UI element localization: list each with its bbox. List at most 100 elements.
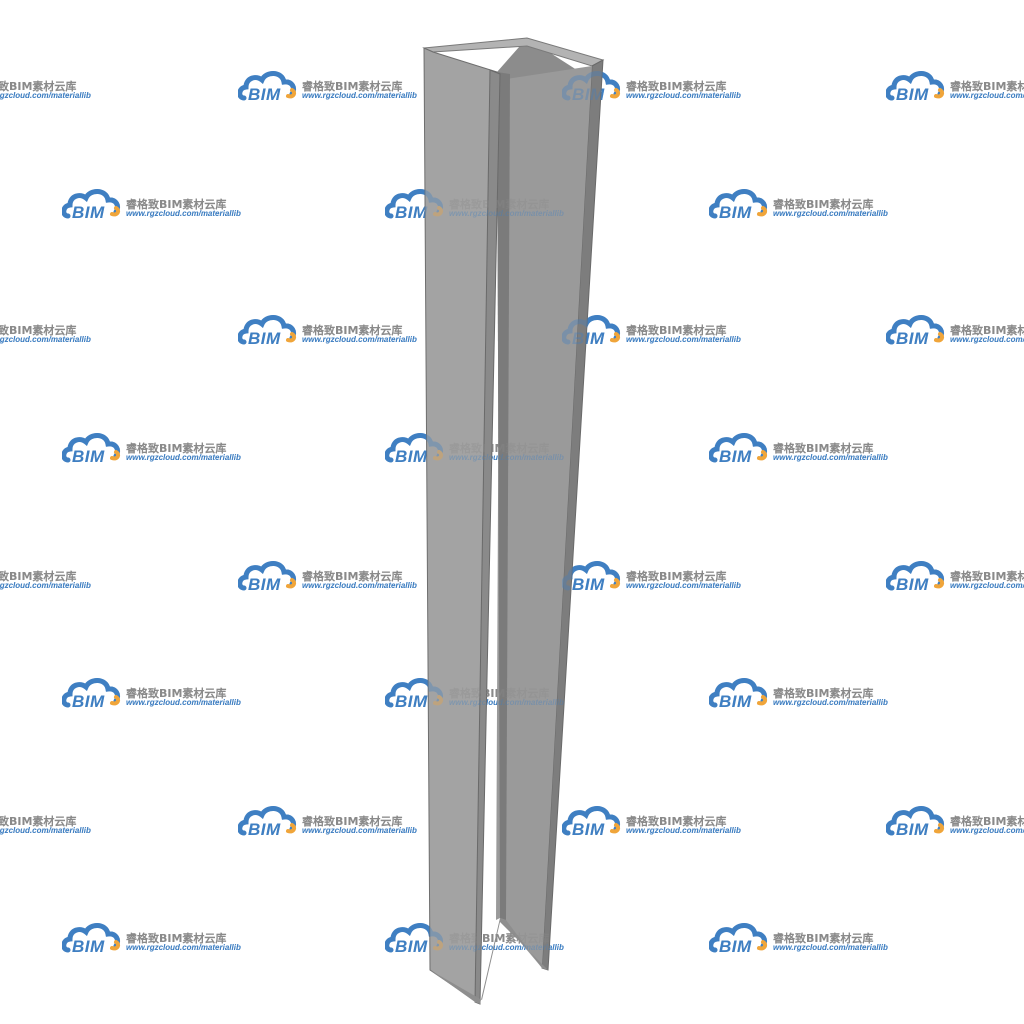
watermark-logo-text: BIM — [248, 820, 281, 839]
cloud-icon — [62, 923, 121, 953]
watermark-brand-name: 睿格致BIM素材云库 — [950, 324, 1024, 337]
cloud-icon — [238, 315, 297, 345]
watermark-brand-url: www.rgzcloud.com/materiallib — [0, 581, 91, 590]
watermark-brand-name: 睿格致BIM素材云库 — [302, 815, 403, 828]
watermark-brand-name: 睿格致BIM素材云库 — [302, 80, 403, 93]
watermark-brand-url: www.rgzcloud.com/materiallib — [126, 209, 241, 218]
watermark-brand-name: 睿格致BIM素材云库 — [950, 815, 1024, 828]
watermark-brand-name: 睿格致BIM素材云库 — [773, 198, 874, 211]
watermark-tile: BIM 睿格致BIM素材云库www.rgzcloud.com/materialli… — [886, 68, 1024, 108]
watermark-tile: BIM睿格致BIM素材云库www.rgzcloud.com/materialli… — [0, 803, 112, 843]
watermark-brand-url: www.rgzcloud.com/materiallib — [126, 698, 241, 707]
watermark-brand-url: www.rgzcloud.com/materiallib — [950, 581, 1024, 590]
watermark-brand-url: www.rgzcloud.com/materiallib — [626, 91, 741, 100]
watermark-brand-name: 睿格致BIM素材云库 — [126, 442, 227, 455]
watermark-logo-text: BIM — [572, 575, 605, 594]
cloud-icon — [562, 806, 621, 836]
watermark-brand-name: 睿格致BIM素材云库 — [773, 932, 874, 945]
cloud-icon — [62, 678, 121, 708]
watermark-tile: BIM睿格致BIM素材云库www.rgzcloud.com/materialli… — [0, 558, 112, 598]
watermark-logo-text: BIM — [395, 692, 428, 711]
watermark-brand-url: www.rgzcloud.com/materiallib — [302, 335, 417, 344]
watermark-logo-text: BIM — [248, 575, 281, 594]
watermark-logo-text: BIM — [719, 937, 752, 956]
watermark-brand-url: www.rgzcloud.com/materiallib — [626, 581, 741, 590]
cloud-icon — [238, 561, 297, 591]
watermark-brand-name: 睿格致BIM素材云库 — [626, 324, 727, 337]
watermark-logo-text: BIM — [896, 85, 929, 104]
watermark-logo-text: BIM — [395, 937, 428, 956]
watermark-brand-url: www.rgzcloud.com/materiallib — [302, 91, 417, 100]
watermark-tile: BIM睿格致BIM素材云库www.rgzcloud.com/materialli… — [886, 558, 1024, 598]
watermark-logo-text: BIM — [72, 937, 105, 956]
watermark-brand-name: 睿格致BIM素材云库 — [126, 198, 227, 211]
watermark-brand-url: www.rgzcloud.com/materiallib — [302, 581, 417, 590]
watermark-brand-url: www.rgzcloud.com/materiallib — [773, 943, 888, 952]
watermark-brand-url: www.rgzcloud.com/materiallib — [0, 335, 91, 344]
watermark-tile: BIM睿格致BIM素材云库www.rgzcloud.com/materialli… — [0, 68, 112, 108]
watermark-brand-name: 睿格致BIM素材云库 — [773, 687, 874, 700]
watermark-brand-url: www.rgzcloud.com/materiallib — [302, 826, 417, 835]
watermark-brand-name: 睿格致BIM素材云库 — [950, 80, 1024, 93]
watermark-brand-name: 睿格致BIM素材云库 — [0, 815, 77, 828]
watermark-logo-text: BIM — [572, 820, 605, 839]
watermark-brand-name: 睿格致BIM素材云库 — [0, 570, 77, 583]
cloud-icon — [709, 678, 768, 708]
watermark-logo-text: BIM — [395, 447, 428, 466]
watermark-brand-name: 睿格致BIM素材云库 — [126, 932, 227, 945]
channel-inner-shadow — [497, 72, 510, 920]
cloud-icon — [238, 806, 297, 836]
watermark-brand-url: www.rgzcloud.com/materiallib — [0, 91, 91, 100]
cloud-icon — [886, 561, 945, 591]
watermark-logo-text: BIM — [248, 85, 281, 104]
watermark-logo-text: BIM — [719, 692, 752, 711]
watermark-logo-text: BIM — [395, 203, 428, 222]
watermark-brand-url: www.rgzcloud.com/materiallib — [950, 91, 1024, 100]
watermark-logo-text: BIM — [248, 329, 281, 348]
watermark-brand-name: 睿格致BIM素材云库 — [126, 687, 227, 700]
watermark-brand-url: www.rgzcloud.com/materiallib — [950, 335, 1024, 344]
cloud-icon — [709, 433, 768, 463]
watermark-tile: BIM 睿格致BIM素材云库www.rgzcloud.com/materialli… — [886, 803, 1024, 843]
watermark-logo-text: BIM — [72, 692, 105, 711]
watermark-logo-text: BIM — [896, 820, 929, 839]
cloud-icon — [886, 315, 945, 345]
watermark-logo-text: BIM — [896, 575, 929, 594]
cloud-icon — [886, 71, 945, 101]
watermark-brand-url: www.rgzcloud.com/materiallib — [626, 826, 741, 835]
watermark-brand-url: www.rgzcloud.com/materiallib — [950, 826, 1024, 835]
watermark-brand-url: www.rgzcloud.com/materiallib — [773, 698, 888, 707]
watermark-brand-url: www.rgzcloud.com/materiallib — [126, 943, 241, 952]
watermark-brand-name: 睿格致BIM素材云库 — [0, 80, 77, 93]
watermark-logo-text: BIM — [896, 329, 929, 348]
watermark-brand-name: 睿格致BIM素材云库 — [626, 80, 727, 93]
watermark-brand-name: 睿格致BIM素材云库 — [302, 324, 403, 337]
cloud-icon — [886, 806, 945, 836]
watermark-brand-url: www.rgzcloud.com/materiallib — [773, 453, 888, 462]
cloud-icon — [62, 433, 121, 463]
watermark-brand-name: 睿格致BIM素材云库 — [626, 570, 727, 583]
cloud-icon — [62, 189, 121, 219]
cloud-icon — [709, 189, 768, 219]
watermark-logo-text: BIM — [719, 447, 752, 466]
watermark-logo-text: BIM — [719, 203, 752, 222]
watermark-brand-url: www.rgzcloud.com/materiallib — [449, 943, 564, 952]
watermark-logo-text: BIM — [72, 203, 105, 222]
cloud-icon — [709, 923, 768, 953]
channel-bottom-face — [430, 918, 548, 1004]
